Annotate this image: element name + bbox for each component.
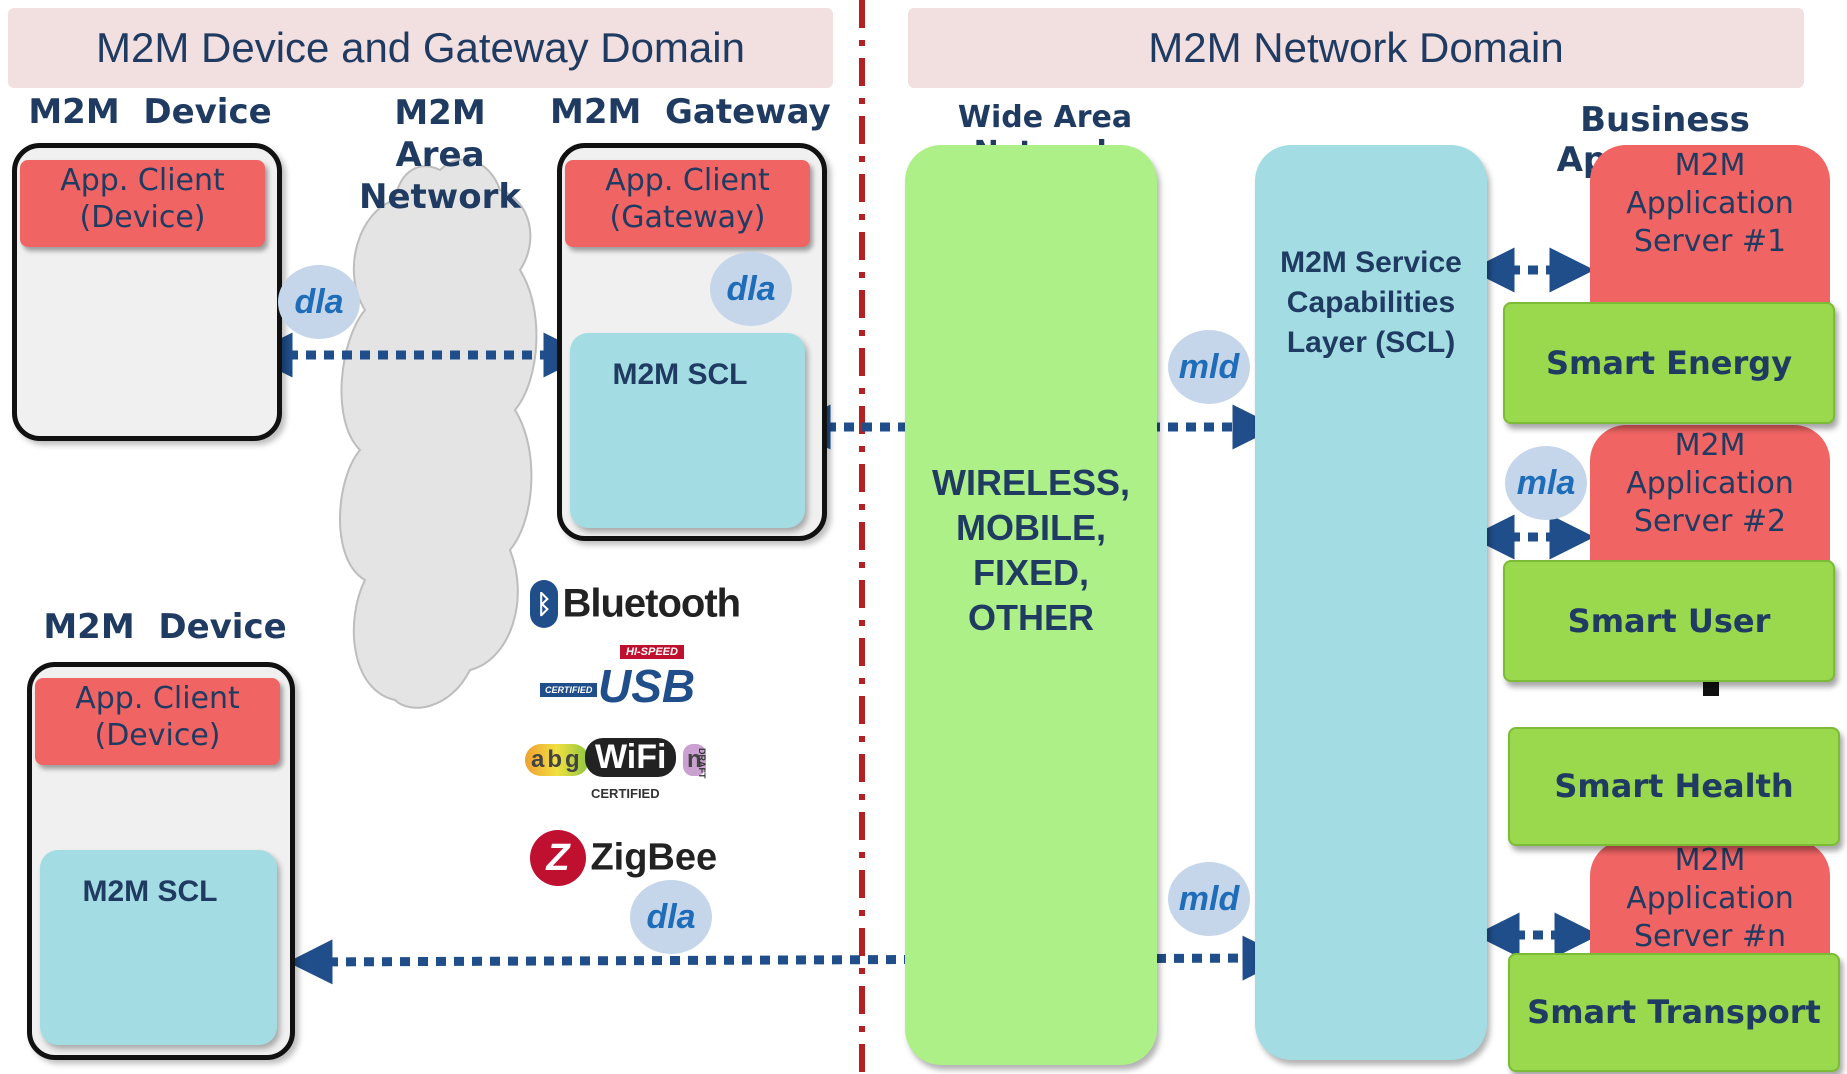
zigbee-icon: Z — [530, 830, 586, 886]
dla-bottom-bubble: dla — [630, 880, 712, 954]
usb-text: USB — [598, 660, 696, 712]
gateway-header: M2M Gateway — [550, 92, 831, 132]
smart-transport-box: Smart Transport — [1508, 953, 1840, 1072]
marker-square — [1703, 678, 1719, 696]
smart-energy-box: Smart Energy — [1503, 302, 1835, 424]
area-network-header: M2M Area Network — [359, 93, 521, 217]
device-top-app-client: App. Client (Device) — [20, 160, 265, 247]
zigbee-text: ZigBee — [590, 836, 718, 879]
network-domain-banner: M2M Network Domain — [908, 8, 1804, 88]
wifi-letters: abg — [525, 744, 589, 776]
usb-certified-text: CERTIFIED — [540, 683, 598, 697]
app-server-2: M2M Application Server #2 — [1590, 425, 1830, 567]
app-server-n: M2M Application Server #n — [1590, 840, 1830, 962]
m2m-device-bottom-header: M2M Device — [43, 607, 287, 647]
wifi-draft: DRAFT — [697, 748, 707, 779]
area-network-cloud — [339, 158, 538, 709]
device-bottom-app-client: App. Client (Device) — [35, 678, 280, 765]
wan-pill — [905, 145, 1157, 1065]
wifi-text: WiFi — [585, 738, 677, 777]
app-server-1: M2M Application Server #1 — [1590, 145, 1830, 307]
bluetooth-logo: ᛒ Bluetooth — [530, 580, 741, 628]
wifi-logo: abg WiFi n DRAFT CERTIFIED — [525, 738, 707, 808]
mld-top-bubble: mld — [1168, 330, 1250, 404]
wifi-certified: CERTIFIED — [591, 786, 660, 801]
usb-logo: HI-SPEED CERTIFIED USB — [540, 645, 700, 720]
zigbee-logo: Z ZigBee — [530, 830, 717, 886]
smart-health-box: Smart Health — [1508, 727, 1840, 846]
wifi-n: n — [683, 744, 706, 776]
device-bottom-scl-label: M2M SCL — [82, 875, 218, 908]
bluetooth-text: Bluetooth — [562, 581, 741, 626]
mld-bottom-bubble: mld — [1168, 862, 1250, 936]
network-scl-label: M2M Service Capabilities Layer (SCL) — [1280, 246, 1462, 359]
wan-text: WIRELESS, MOBILE, FIXED, OTHER — [931, 462, 1131, 638]
device-bottom-scl-box — [40, 850, 277, 1045]
m2m-device-top-header: M2M Device — [28, 92, 272, 132]
usb-hispeed-text: HI-SPEED — [620, 645, 684, 659]
smart-user-box: Smart User — [1503, 560, 1835, 682]
network-scl-pill — [1255, 145, 1487, 1060]
gateway-scl-label: M2M SCL — [612, 358, 748, 391]
device-gateway-domain-banner: M2M Device and Gateway Domain — [8, 8, 833, 88]
mla-bubble: mla — [1505, 446, 1587, 520]
bluetooth-icon: ᛒ — [530, 580, 558, 628]
gateway-app-client: App. Client (Gateway) — [565, 160, 810, 247]
dla-left-bubble: dla — [278, 265, 360, 339]
dla-gateway-bubble: dla — [710, 252, 792, 326]
gateway-scl-box — [570, 333, 805, 528]
